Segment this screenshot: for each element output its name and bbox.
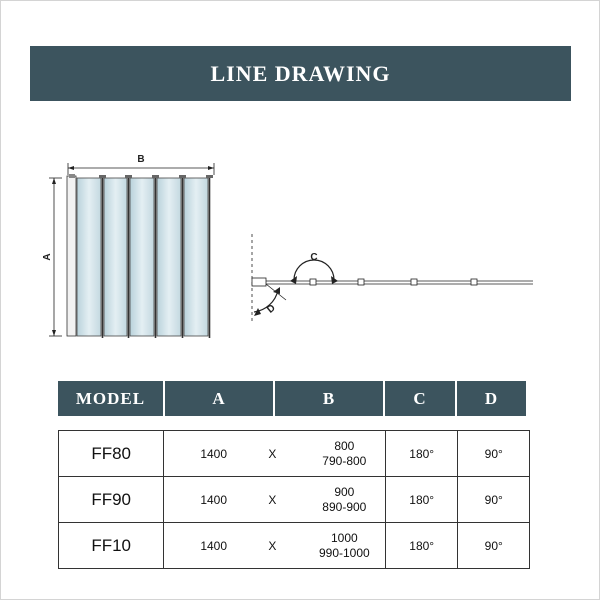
d-value: 90° <box>484 538 503 553</box>
b-nominal: 900 <box>334 484 355 499</box>
table-row: FF90 1400 X 900 890-900 180° 90° <box>59 477 529 523</box>
page-title: LINE DRAWING <box>210 60 391 86</box>
b-range: 890-900 <box>322 499 367 514</box>
dimensions-cell: 1400 X 900 890-900 <box>164 477 386 522</box>
label-a: A <box>42 253 53 260</box>
table-row: FF80 1400 X 800 790-800 180° 90° <box>59 431 529 477</box>
a-value: 1400 <box>200 446 228 461</box>
c-value: 180° <box>386 523 459 568</box>
a-value: 1400 <box>200 492 228 507</box>
header-d: D <box>457 381 526 416</box>
label-d: D <box>265 303 278 316</box>
label-b: B <box>137 154 144 165</box>
model-cell: FF10 <box>59 523 165 568</box>
d-value: 90° <box>484 492 503 507</box>
model-cell: FF90 <box>59 477 165 522</box>
dimensions-cell: 1400 X 800 790-800 <box>164 431 386 476</box>
header-b: B <box>275 381 383 416</box>
line-drawing: B A <box>42 154 533 338</box>
dimensions-cell: 1400 X 1000 990-1000 <box>164 523 386 568</box>
a-value: 1400 <box>200 538 228 553</box>
separator-x: X <box>268 538 277 553</box>
header-model: MODEL <box>58 381 163 416</box>
b-value: 900 890-900 <box>304 485 384 515</box>
table-row: FF10 1400 X 1000 990-1000 180° 90° <box>59 523 529 569</box>
model-cell: FF80 <box>59 431 165 476</box>
b-value: 800 790-800 <box>304 439 384 469</box>
screen-plan-view: C D <box>251 234 533 322</box>
screen-front-elevation <box>66 174 213 338</box>
c-value: 180° <box>386 431 459 476</box>
b-nominal: 800 <box>334 438 355 453</box>
spec-table-header: MODEL A B C D <box>58 381 528 416</box>
separator-x: X <box>268 446 277 461</box>
separator-x: X <box>268 492 277 507</box>
d-value: 90° <box>484 446 503 461</box>
dimension-b: B <box>67 154 215 175</box>
b-range: 990-1000 <box>318 545 370 560</box>
header-c: C <box>385 381 455 416</box>
title-banner: LINE DRAWING <box>30 46 571 101</box>
b-nominal: 1000 <box>330 530 358 545</box>
spec-table-body: FF80 1400 X 800 790-800 180° 90° FF90 14… <box>58 430 530 569</box>
label-c: C <box>310 252 317 263</box>
b-range: 790-800 <box>322 453 367 468</box>
b-value: 1000 990-1000 <box>304 531 384 561</box>
c-value: 180° <box>386 477 459 522</box>
dimension-a: A <box>42 177 62 337</box>
header-a: A <box>165 381 273 416</box>
